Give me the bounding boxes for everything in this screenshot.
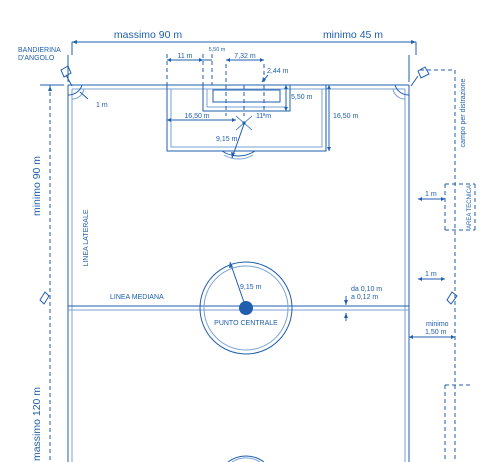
- max-length-label: massimo 120 m: [31, 387, 43, 461]
- penalty-area-half-label: 16,50 m: [184, 113, 209, 120]
- corner-flag-right-icon: [410, 66, 430, 87]
- penalty-area-depth-label: 16,50 m: [333, 113, 358, 120]
- min-length-label: minimo 90 m: [31, 156, 43, 216]
- centre-circle: [199, 261, 293, 355]
- min-clearance-label-line2: 1,50 m: [425, 329, 447, 336]
- right-marker-icon: [446, 291, 458, 305]
- penalty-spot-marker: [235, 115, 253, 131]
- goal-box-offset-label: 11 m: [177, 53, 192, 60]
- centre-radius-line: [229, 261, 247, 309]
- corner-arcs: [67, 84, 410, 100]
- goal-height-label: 2,44 m: [267, 68, 289, 75]
- line-width-label-line2: a 0,12 m: [351, 294, 378, 301]
- distribution-field-label: campo per distrazione: [460, 78, 467, 147]
- tech-area-gap-label-lower: 1 m: [425, 271, 437, 278]
- corner-radius-label: 1 m: [96, 102, 108, 109]
- tech-area-gap-label-upper: 1 m: [425, 191, 437, 198]
- corner-flag-label-line1: BANDIERINA: [18, 47, 61, 54]
- penalty-spot-label: 11 m: [256, 113, 271, 120]
- line-width-label-line1: da 0,10 m: [351, 286, 382, 293]
- top-dimensions: [67, 40, 417, 159]
- halfway-line-label: LINEA MEDIANA: [110, 294, 164, 301]
- centre-spot-label: PUNTO CENTRALE: [214, 320, 278, 327]
- corner-flag-left-icon: [60, 65, 73, 87]
- field-outline: [67, 84, 410, 462]
- left-length-dimension: [39, 84, 64, 462]
- halfway-marker-icon: [39, 291, 50, 305]
- technical-area-label: AREA TECNICA: [467, 185, 473, 229]
- centre-circle-radius-label: 9,15 m: [240, 284, 262, 291]
- max-width-label: massimo 90 m: [114, 29, 183, 41]
- corner-flag-label-line2: D'ANGOLO: [18, 55, 55, 62]
- corner-radius-pointer: [79, 91, 89, 100]
- min-clearance-label-line1: minimo: [426, 321, 449, 328]
- opposite-penalty-arc: [227, 455, 265, 462]
- halfway-line: [68, 305, 409, 311]
- penalty-arc-radius-label: 9,15 m: [216, 136, 238, 143]
- line-width-arrows: [344, 296, 348, 321]
- goal-area-side-label: 5,50 m: [291, 94, 313, 101]
- goal-area-depth-label: 5,50 m: [209, 47, 226, 53]
- touch-line-label: LINEA LATERALE: [83, 209, 90, 266]
- min-width-label: minimo 45 m: [323, 29, 383, 41]
- right-side-structures: [409, 69, 476, 462]
- goal-width-label: 7,32 m: [234, 53, 256, 60]
